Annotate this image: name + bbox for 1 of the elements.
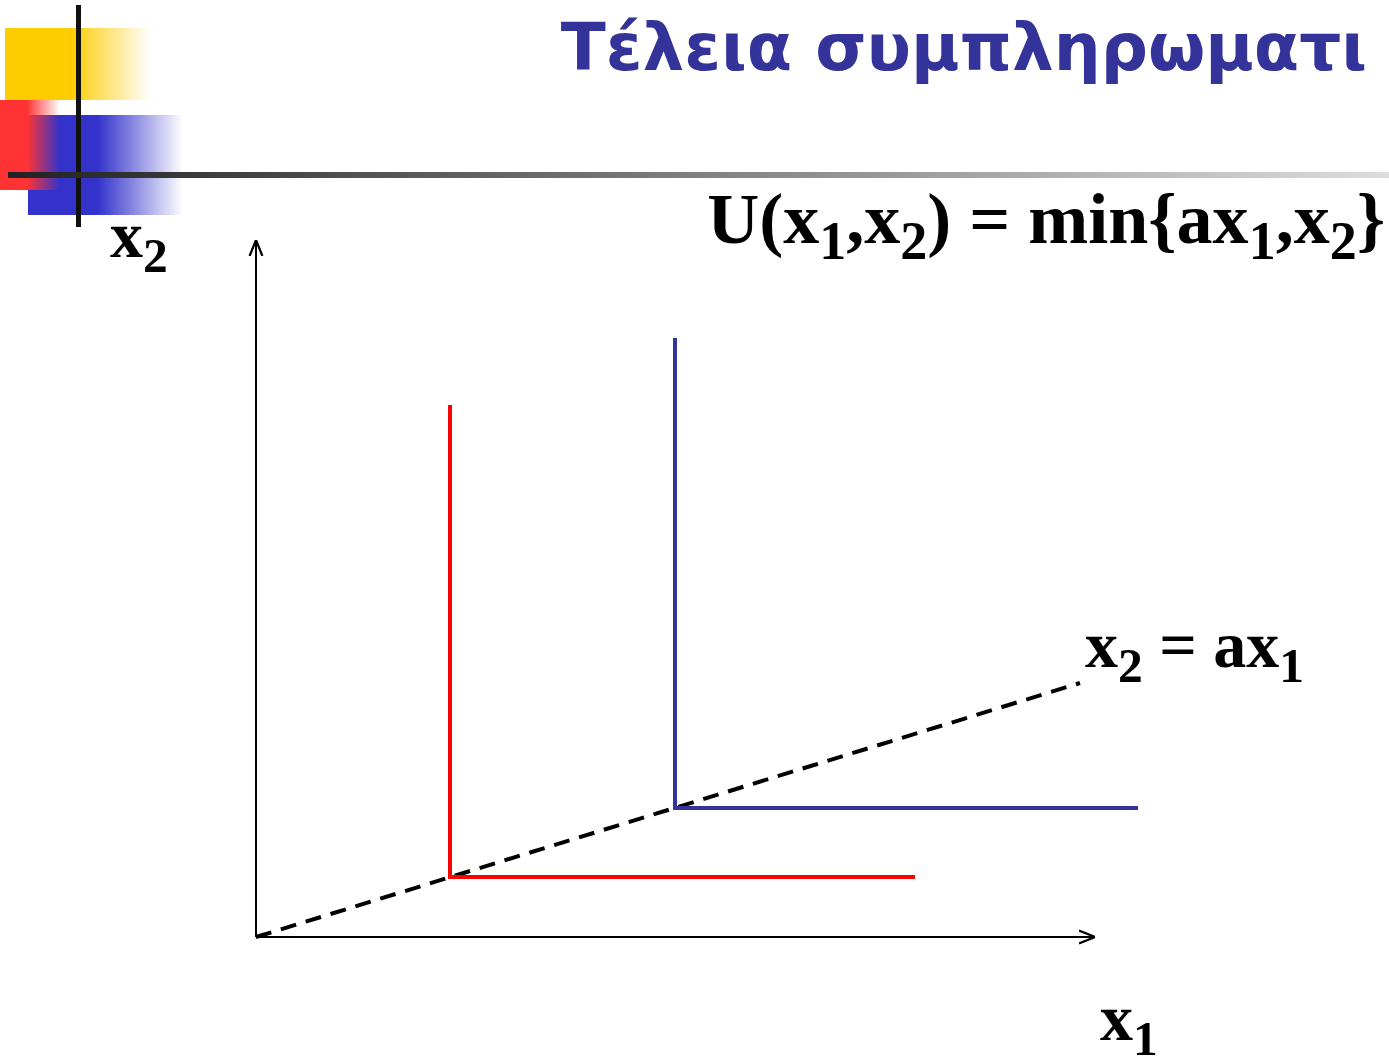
slide-title: Τέλεια συμπληρωματι	[560, 8, 1367, 88]
